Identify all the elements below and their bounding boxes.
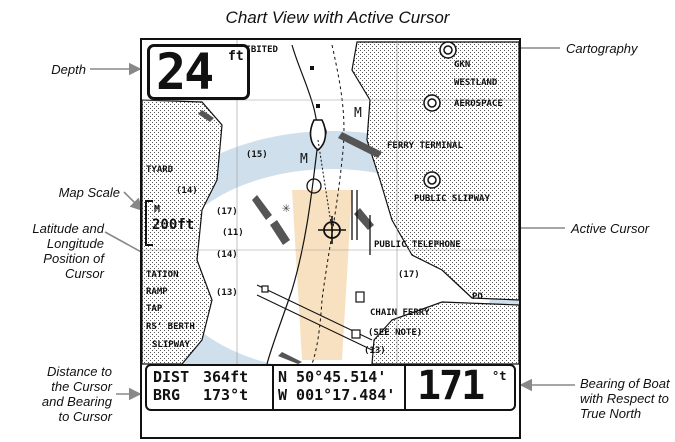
- map-scale: M 200ft: [145, 200, 201, 246]
- map-label-aerospace: AEROSPACE: [454, 99, 503, 109]
- map-label-westland: WESTLAND: [454, 78, 498, 88]
- active-cursor-crosshair: [318, 216, 346, 244]
- map-label-slipway: SLIPWAY: [152, 340, 190, 350]
- cartography-icon-gkn: [439, 41, 457, 59]
- land-right-top: [351, 41, 519, 301]
- vessel-marker: [270, 220, 290, 245]
- depth-unit: ft: [228, 49, 244, 64]
- cursor-longitude: W 001°17.484': [278, 386, 396, 404]
- map-label-ferry-terminal: FERRY TERMINAL: [387, 141, 463, 151]
- dist-value: 364ft: [203, 368, 249, 386]
- pier-structure: [351, 329, 361, 339]
- watermark-orange: [292, 190, 352, 360]
- sounding-13a: (13): [216, 288, 238, 298]
- channel-line: [266, 44, 319, 365]
- pier-structure: [355, 291, 365, 303]
- callout-lat-long: Latitude and Longitude Position of Curso…: [32, 221, 104, 281]
- wreck-symbol: ✳: [282, 200, 291, 216]
- map-label-rs-berth: RS' BERTH: [146, 322, 195, 332]
- callout-distance-bearing: Distance to the Cursor and Bearing to Cu…: [41, 364, 112, 424]
- callout-bearing-boat: Bearing of Boat with Respect to True Nor…: [580, 376, 670, 421]
- sounding-15: (15): [246, 150, 268, 160]
- vessel-marker: [252, 195, 272, 220]
- callout-map-scale: Map Scale: [58, 185, 120, 200]
- boat-bearing-unit: °t: [492, 369, 507, 383]
- map-label-m2: M: [300, 152, 308, 167]
- cartography-icon-aerospace: [423, 94, 441, 112]
- callout-depth: Depth: [51, 62, 86, 77]
- sounding-13b: (13): [364, 346, 386, 356]
- map-label-ramp: RAMP: [146, 287, 168, 297]
- map-label-public-slipway: PUBLIC SLIPWAY: [414, 194, 490, 204]
- beacon-marker: [316, 104, 320, 108]
- sounding-11: (11): [222, 228, 244, 238]
- map-label-public-telephone: PUBLIC TELEPHONE: [374, 240, 461, 250]
- map-scale-unit-tag: M: [154, 204, 161, 215]
- cartography-icon-slipway: [423, 171, 441, 189]
- pier-structure: [261, 285, 269, 293]
- map-label-prohibited: HIBITED: [240, 45, 278, 55]
- brg-label: BRG: [153, 386, 181, 404]
- brg-value: 173°t: [203, 386, 249, 404]
- map-label-tap: TAP: [146, 304, 163, 314]
- map-label-po: PO: [472, 292, 483, 302]
- map-label-see-note: (SEE NOTE): [368, 328, 423, 338]
- map-label-gkn: GKN: [454, 60, 471, 70]
- sounding-14b: (14): [216, 250, 238, 260]
- chart-display: ✳ HIBITED GKN WESTLAND AEROSPACE FERRY T…: [140, 38, 521, 439]
- depth-value: 24: [156, 43, 214, 101]
- vessel-marker: [354, 208, 374, 230]
- beacon-marker: [310, 66, 314, 70]
- pier-structure: [351, 190, 371, 255]
- buoy-marker: [306, 178, 322, 194]
- info-bar: DIST 364ft BRG 173°t N 50°45.514' W 001°…: [145, 363, 516, 411]
- sounding-17a: (17): [216, 207, 238, 217]
- map-scale-arrow: [123, 191, 144, 212]
- map-label-chain-ferry: CHAIN FERRY: [370, 308, 430, 318]
- sounding-17b: (17): [398, 270, 420, 280]
- figure-title: Chart View with Active Cursor: [225, 8, 450, 27]
- chain-ferry-line-2: [256, 294, 373, 351]
- map-label-m1: M: [354, 106, 362, 121]
- map-scale-value: 200ft: [152, 217, 195, 233]
- info-divider: [272, 366, 274, 409]
- boat-position-icon: [309, 119, 327, 152]
- map-label-tation: TATION: [146, 270, 179, 280]
- map-label-tyard: TYARD: [146, 165, 174, 175]
- callout-active-cursor: Active Cursor: [571, 221, 650, 236]
- dist-label: DIST: [153, 368, 190, 386]
- land-right-bottom: [371, 301, 519, 365]
- vessel-marker: [278, 352, 302, 364]
- map-scale-bracket: [145, 200, 153, 246]
- info-divider: [404, 366, 406, 409]
- sounding-14a: (14): [176, 186, 198, 196]
- cursor-latitude: N 50°45.514': [278, 368, 387, 386]
- depth-readout: 24 ft: [147, 43, 250, 101]
- cursor-line: [317, 139, 333, 231]
- vessel-marker: [338, 132, 382, 158]
- boat-bearing-value: 171: [417, 363, 485, 409]
- channel-line-2: [311, 44, 345, 365]
- vessel-marker: [198, 110, 214, 122]
- callout-cartography: Cartography: [566, 41, 638, 56]
